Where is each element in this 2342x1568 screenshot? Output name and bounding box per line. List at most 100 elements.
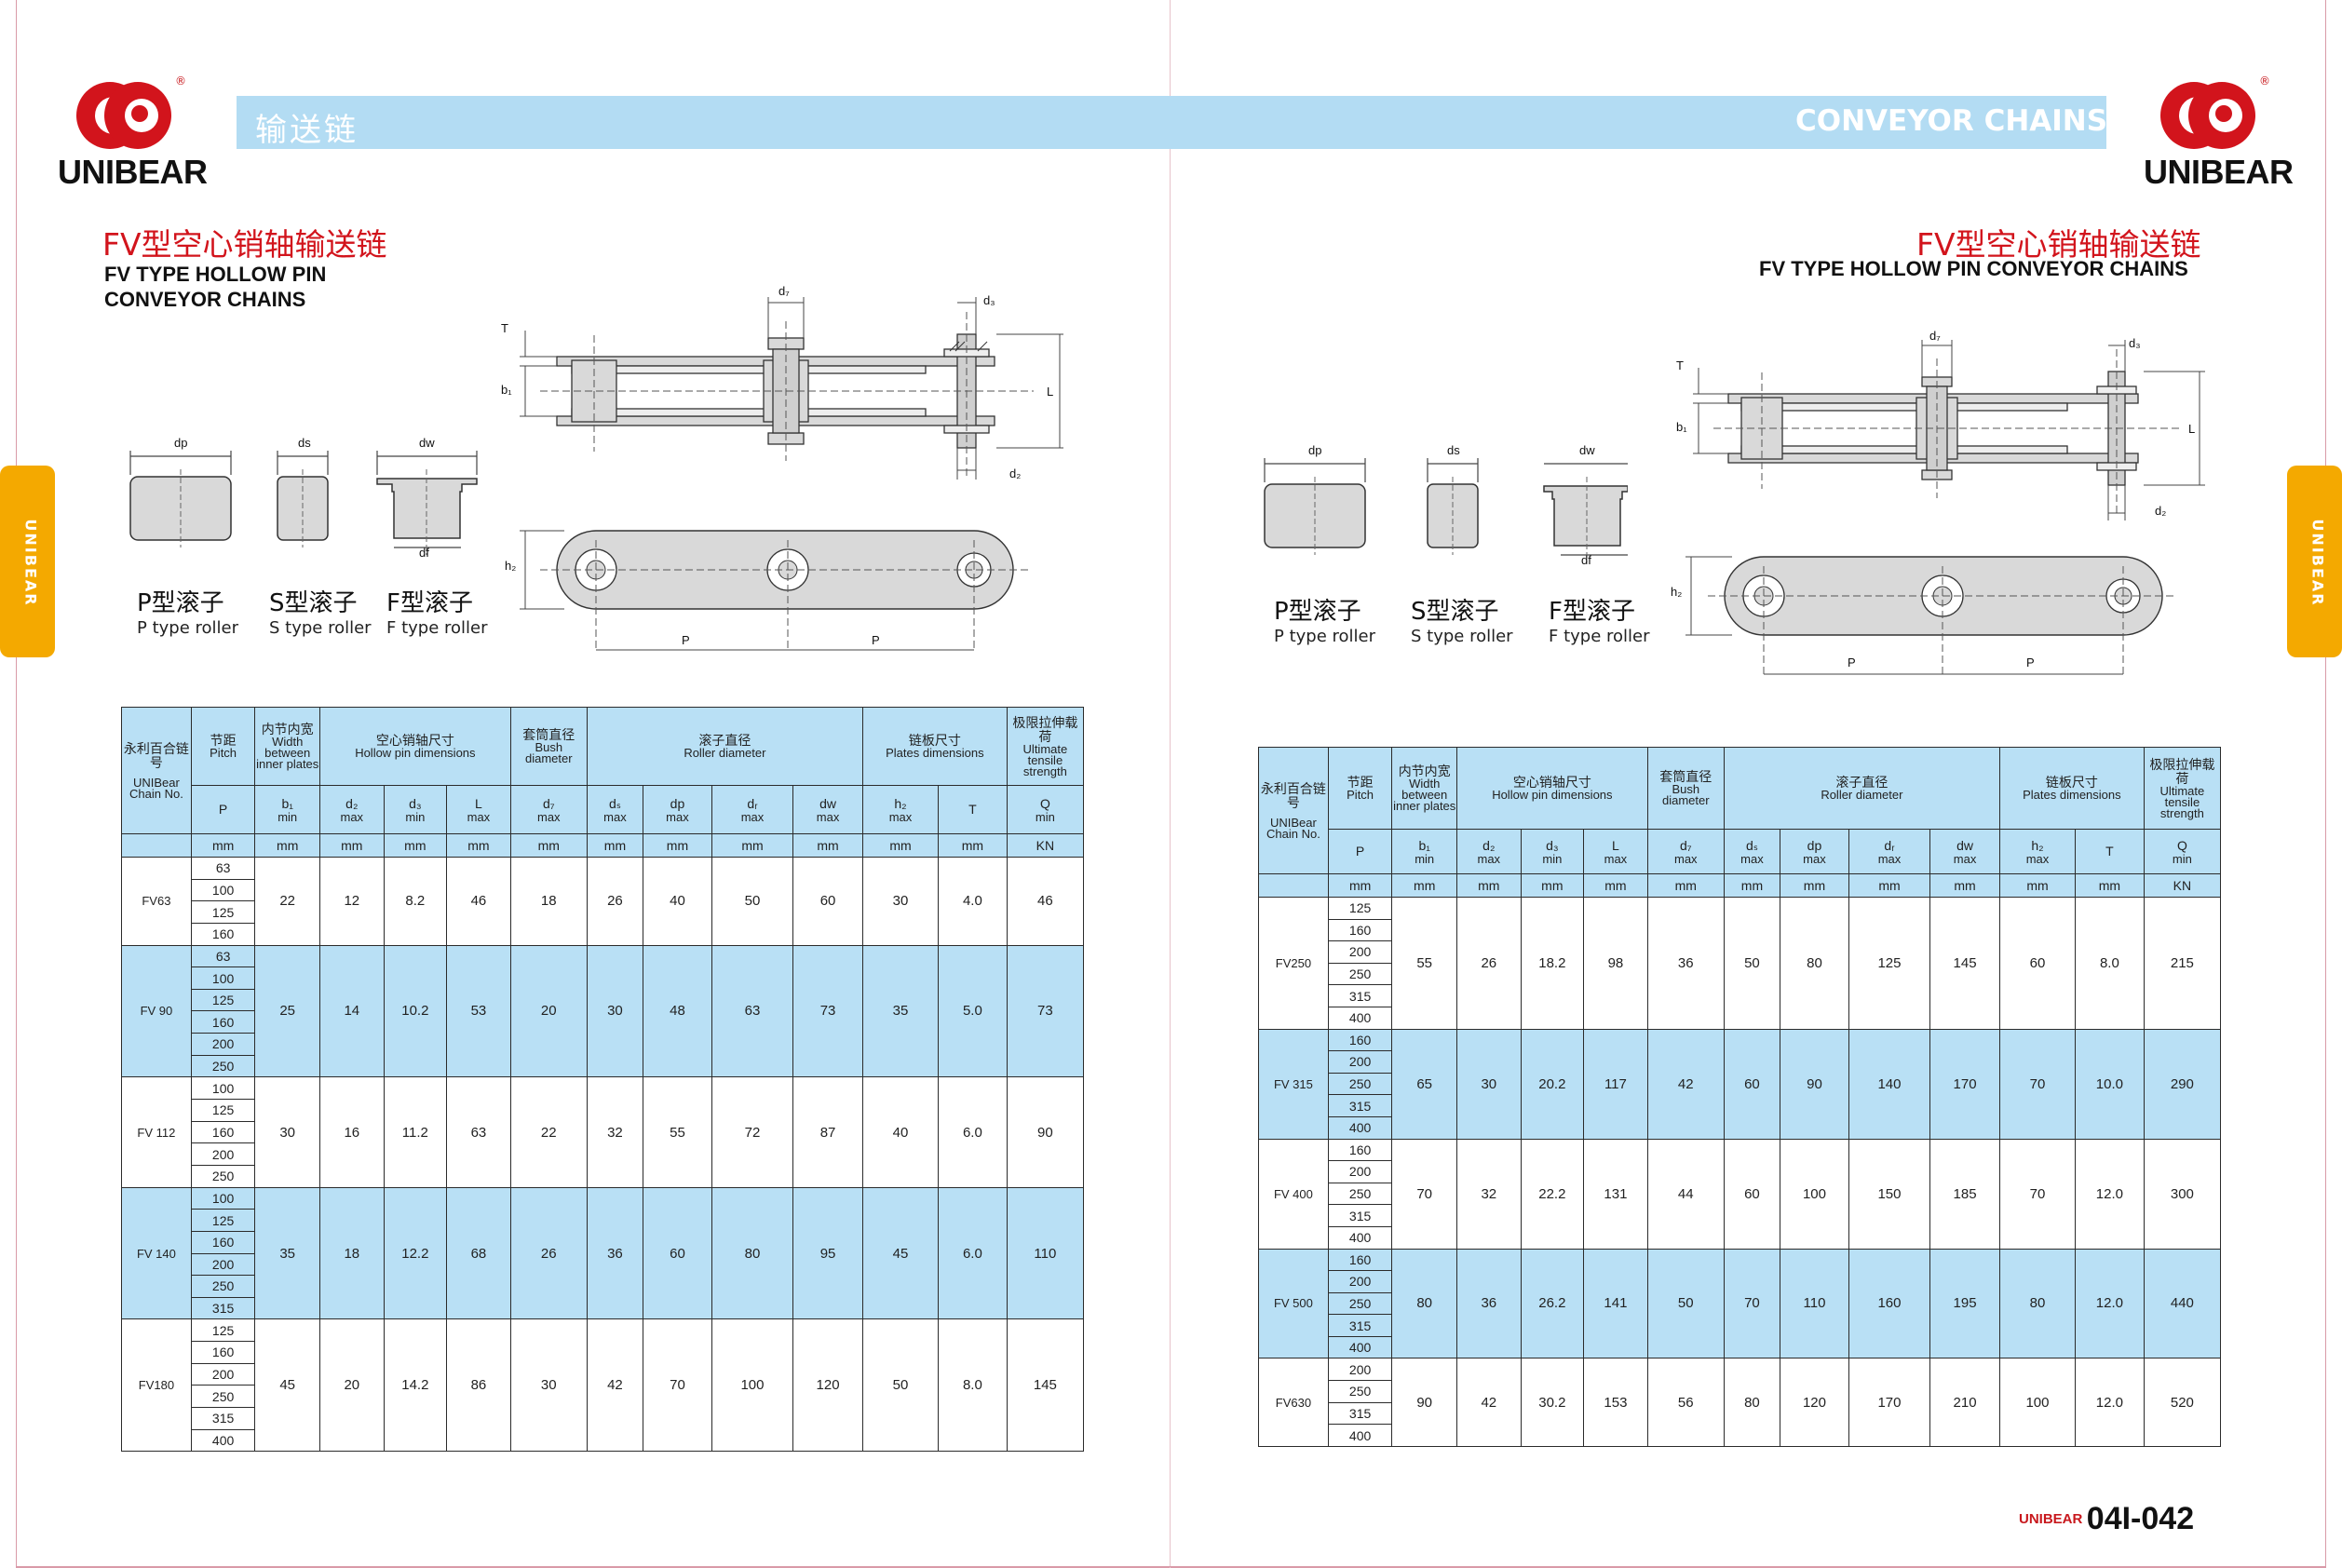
value-cell: 80 — [1723, 1358, 1781, 1447]
th-unit: KN — [2143, 873, 2222, 898]
th-unit: mm — [1456, 873, 1522, 898]
value-cell: 10.0 — [2075, 1028, 2145, 1140]
value-cell: 90 — [1391, 1358, 1457, 1447]
value-cell: 110 — [1780, 1248, 1849, 1359]
value-cell: 36 — [1646, 897, 1725, 1030]
value-cell: 22 — [254, 857, 320, 946]
roller-label-en: F type roller — [1549, 627, 1650, 646]
th-unit: KN — [1006, 833, 1085, 858]
table-row: 315 — [1259, 1094, 2221, 1117]
th-unit — [121, 833, 192, 858]
value-cell: 170 — [1848, 1358, 1931, 1447]
roller-label-en: F type roller — [386, 618, 488, 638]
th-unit: mm — [1723, 873, 1781, 898]
dim-P: P — [1848, 656, 1856, 669]
th-unit: mm — [1327, 873, 1393, 898]
value-cell: 100 — [1780, 1138, 1849, 1250]
page-brand: UNIBEAR — [2019, 1511, 2083, 1527]
value-cell: 86 — [446, 1318, 511, 1453]
value-cell: 55 — [1391, 897, 1457, 1030]
value-cell: 290 — [2143, 1028, 2222, 1140]
pitch-cell: 315 — [1327, 1401, 1393, 1426]
value-cell: 30.2 — [1520, 1358, 1585, 1447]
value-cell: 90 — [1006, 1076, 1085, 1188]
chain-no-cell: FV180 — [121, 1318, 192, 1453]
chain-side-view-icon — [1685, 556, 2175, 676]
value-cell: 70 — [1998, 1138, 2077, 1250]
pitch-cell: 315 — [190, 1296, 256, 1320]
value-cell: 55 — [643, 1076, 712, 1188]
value-cell: 12 — [319, 857, 385, 946]
dim-b1: b₁ — [1676, 420, 1687, 434]
th-unit: mm — [792, 833, 863, 858]
pitch-cell: 160 — [190, 1010, 256, 1034]
dim-dp: dp — [174, 436, 188, 450]
dim-ds: ds — [1447, 443, 1460, 457]
value-cell: 150 — [1848, 1138, 1931, 1250]
value-cell: 63 — [446, 1076, 511, 1188]
chain-side-view-right: h₂ P P — [1671, 551, 2179, 682]
table-row: 125 — [122, 900, 1084, 924]
roller-label-cn: F型滚子 — [386, 589, 473, 617]
value-cell: 45 — [861, 1186, 940, 1320]
th-unit: mm — [1646, 873, 1725, 898]
table-row: 100 — [122, 878, 1084, 902]
chain-no-cell: FV 400 — [1258, 1138, 1329, 1250]
pitch-cell: 160 — [190, 1230, 256, 1254]
value-cell: 16 — [319, 1076, 385, 1188]
value-cell: 35 — [254, 1186, 320, 1320]
th-symbol: P — [1327, 829, 1393, 874]
table-row: 125 — [122, 1099, 1084, 1122]
table-row: 315 — [1259, 1314, 2221, 1337]
value-cell: 520 — [2143, 1358, 2222, 1447]
value-cell: 42 — [1456, 1358, 1522, 1447]
pitch-cell: 315 — [190, 1407, 256, 1430]
logo-wordmark: UNIBEAR — [58, 153, 208, 191]
table-row: 200 — [1259, 1160, 2221, 1183]
pitch-cell: 200 — [190, 1362, 256, 1386]
pitch-cell: 200 — [190, 1252, 256, 1277]
pitch-cell: 125 — [1327, 897, 1393, 920]
value-cell: 70 — [1391, 1138, 1457, 1250]
th-unit: mm — [2075, 873, 2145, 898]
value-cell: 70 — [1998, 1028, 2077, 1140]
value-cell: 70 — [1723, 1248, 1781, 1359]
value-cell: 60 — [1998, 897, 2077, 1030]
roller-shapes-icon — [1264, 458, 1628, 562]
pitch-cell: 100 — [190, 966, 256, 990]
page-num: 04I-042 — [2086, 1501, 2195, 1536]
value-cell: 100 — [1998, 1358, 2077, 1447]
pitch-cell: 160 — [1327, 1138, 1393, 1162]
pitch-cell: 250 — [1327, 962, 1393, 986]
value-cell: 60 — [792, 857, 863, 946]
dim-dw: dw — [1579, 443, 1595, 457]
page-title-en-left-2: CONVEYOR CHAINS — [104, 288, 306, 311]
dim-d3: d₃ — [2129, 336, 2141, 350]
table-row: 160 — [122, 1341, 1084, 1364]
th-unit: mm — [861, 833, 940, 858]
pitch-cell: 250 — [190, 1385, 256, 1409]
page-title-cn-right: FV型空心销轴输送链 — [1916, 226, 2201, 263]
value-cell: 131 — [1583, 1138, 1648, 1250]
pitch-cell: 200 — [1327, 1160, 1393, 1183]
value-cell: 60 — [643, 1186, 712, 1320]
page-title-cn-left: FV型空心销轴输送链 — [102, 226, 387, 263]
value-cell: 68 — [446, 1186, 511, 1320]
pitch-cell: 400 — [1327, 1424, 1393, 1447]
value-cell: 300 — [2143, 1138, 2222, 1250]
pitch-cell: 160 — [1327, 1248, 1393, 1272]
side-tab-label: UNIBEAR — [21, 519, 40, 607]
bottom-rule — [16, 1566, 2326, 1567]
pitch-cell: 250 — [190, 1275, 256, 1298]
